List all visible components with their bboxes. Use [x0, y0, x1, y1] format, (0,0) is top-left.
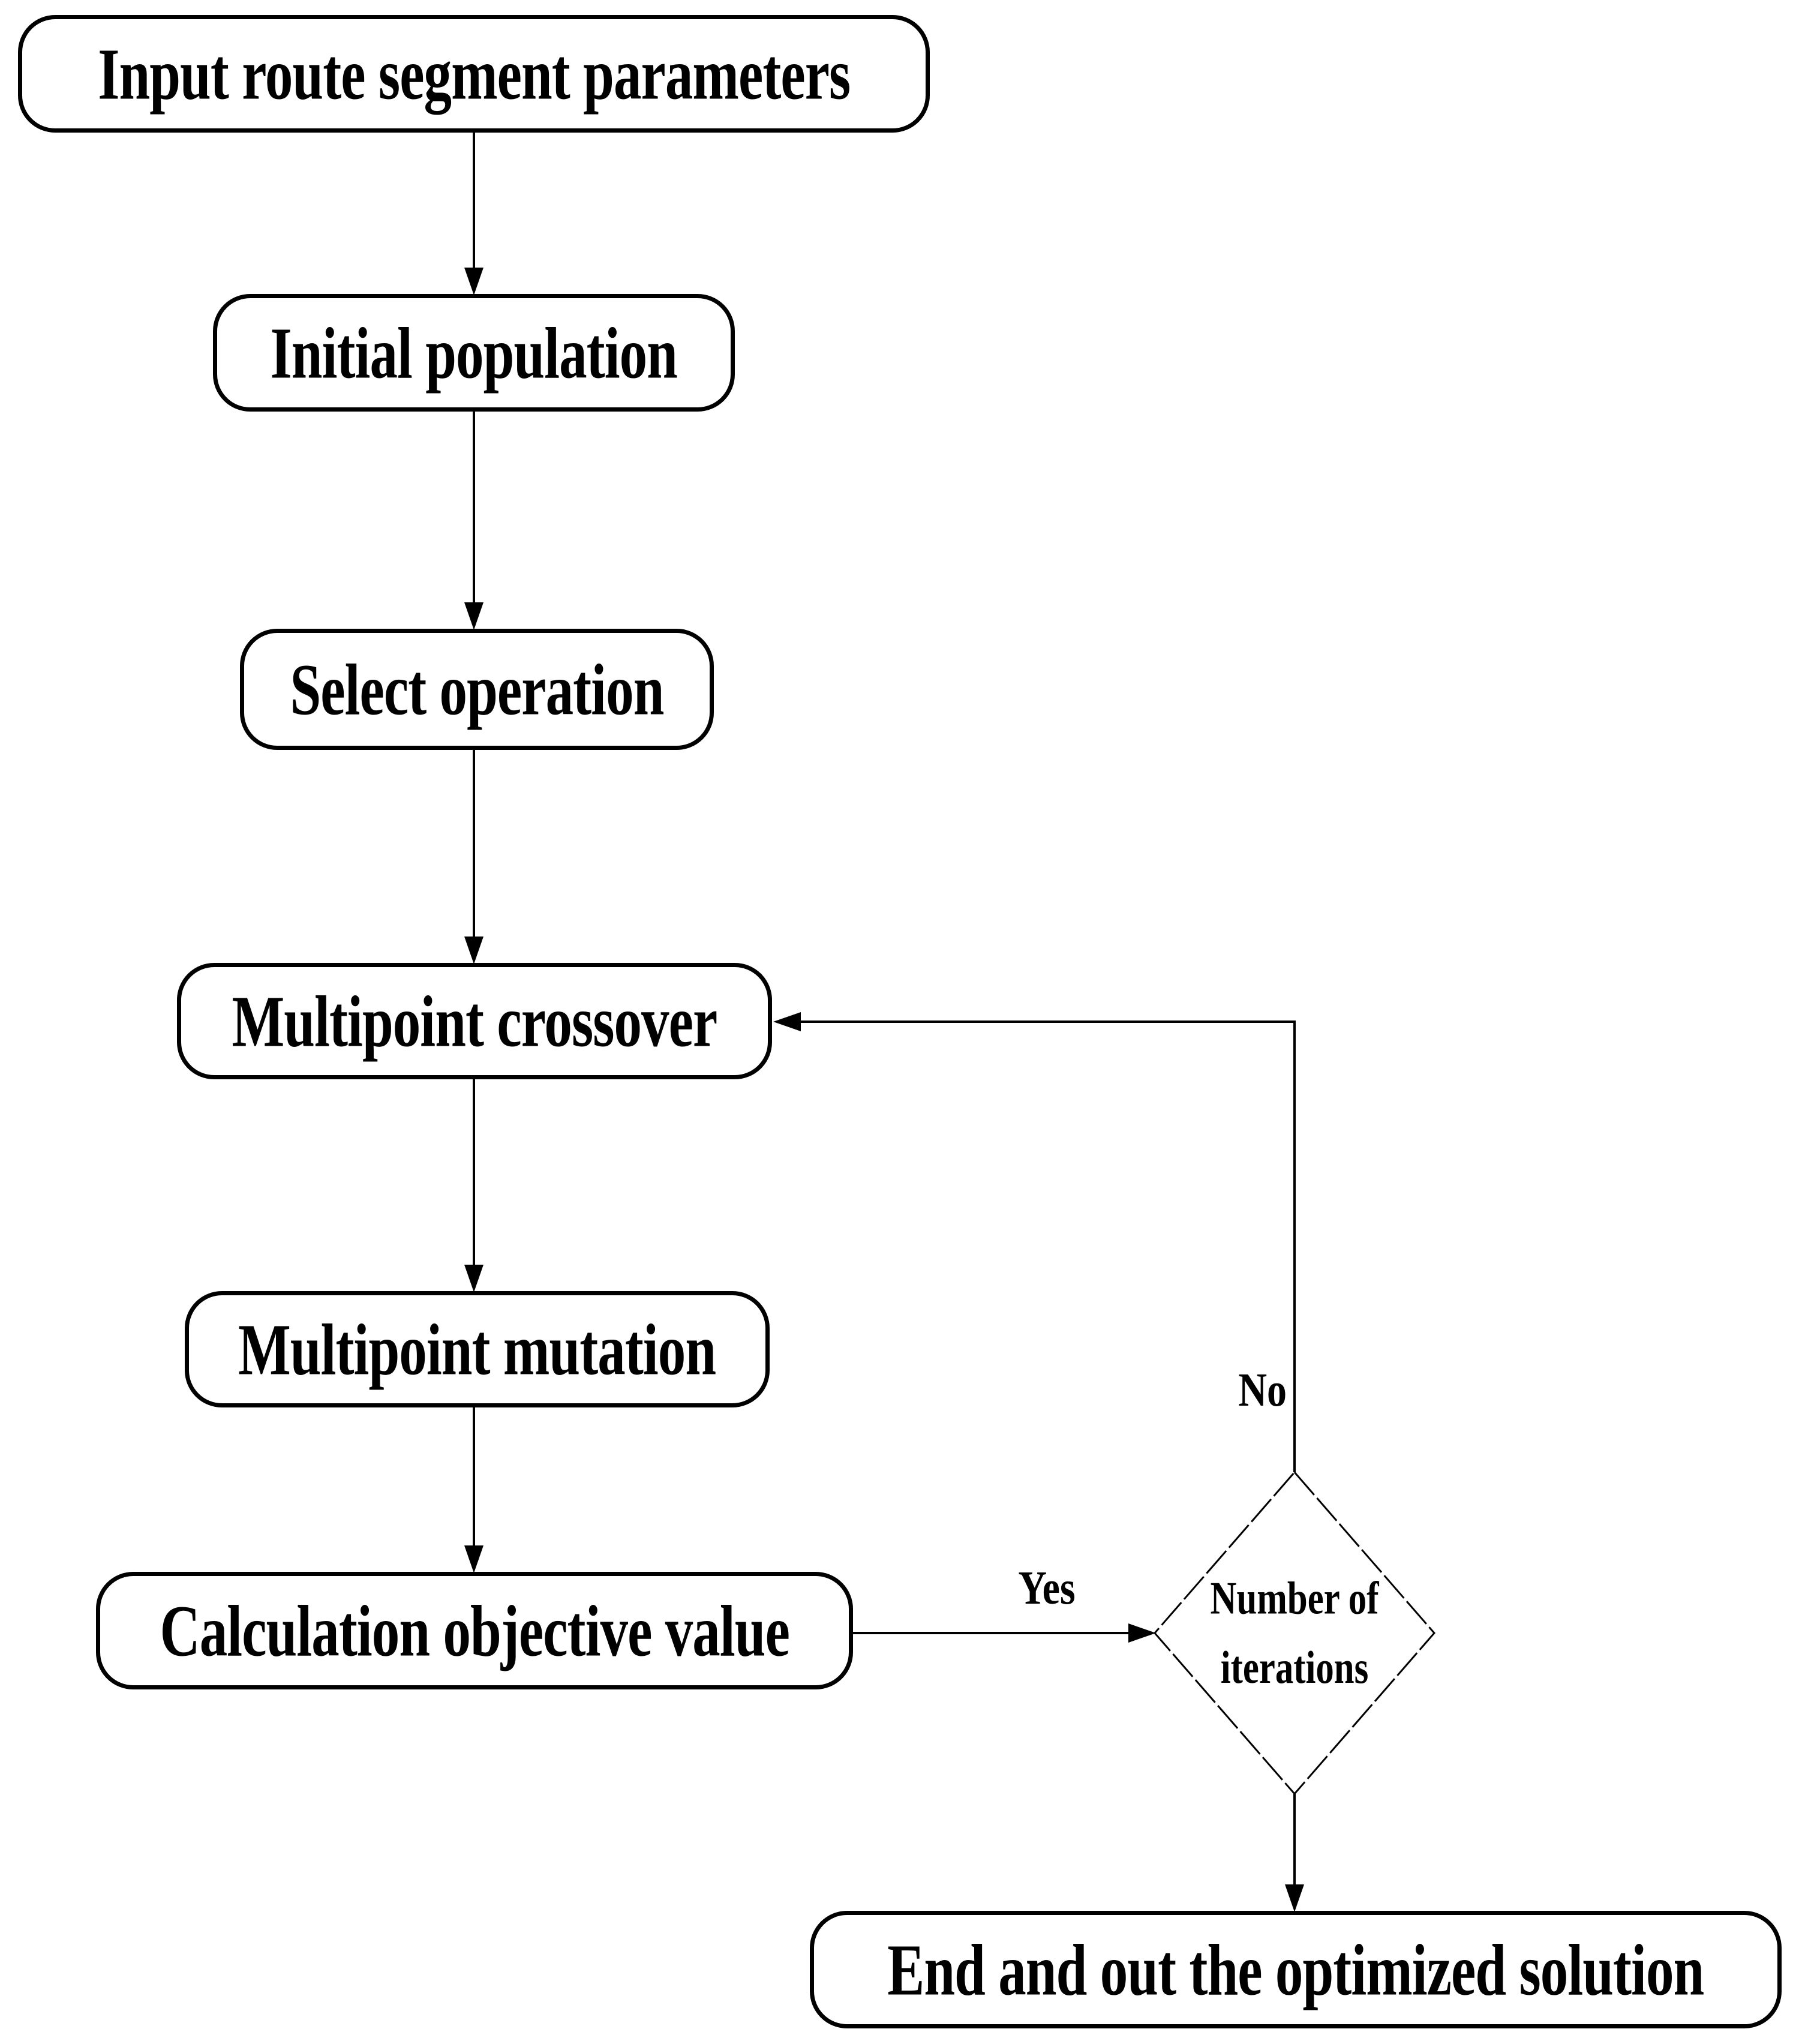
node-select-operation: Select operation	[240, 629, 714, 750]
node-initial-population: Initial population	[213, 294, 735, 412]
node-calculation-objective-value: Calculation objective value	[96, 1572, 853, 1689]
node-multipoint-mutation: Multipoint mutation	[185, 1291, 770, 1407]
node-label: Select operation	[290, 649, 664, 730]
arrowhead-left-icon	[773, 1012, 801, 1031]
arrowhead-down-icon	[464, 268, 483, 295]
node-label: Multipoint crossover	[232, 980, 718, 1062]
arrowhead-right-icon	[1128, 1623, 1156, 1643]
arrowhead-down-icon	[1285, 1884, 1304, 1912]
arrowhead-down-icon	[464, 602, 483, 630]
node-label: End and out the optimized solution	[887, 1929, 1704, 2010]
node-end-optimized-solution: End and out the optimized solution	[810, 1911, 1782, 2028]
edge-label-yes: Yes	[1018, 1562, 1076, 1615]
decision-label-line1: Number of	[1210, 1572, 1379, 1624]
connector-decision-no-loop	[801, 1021, 1296, 1472]
node-input-route-segment-parameters: Input route segment parameters	[18, 15, 930, 133]
node-label: Calculation objective value	[160, 1590, 789, 1671]
node-label: Multipoint mutation	[238, 1308, 716, 1390]
decision-label-line2: iterations	[1220, 1641, 1369, 1693]
arrowhead-down-icon	[464, 937, 483, 964]
node-label: Input route segment parameters	[97, 33, 851, 115]
node-label: Initial population	[270, 312, 678, 394]
edge-label-no: No	[1238, 1364, 1287, 1417]
node-multipoint-crossover: Multipoint crossover	[177, 963, 772, 1079]
arrowhead-down-icon	[464, 1265, 483, 1292]
arrowhead-down-icon	[464, 1545, 483, 1573]
node-decision-number-of-iterations: Number of iterations	[1162, 1440, 1428, 1826]
